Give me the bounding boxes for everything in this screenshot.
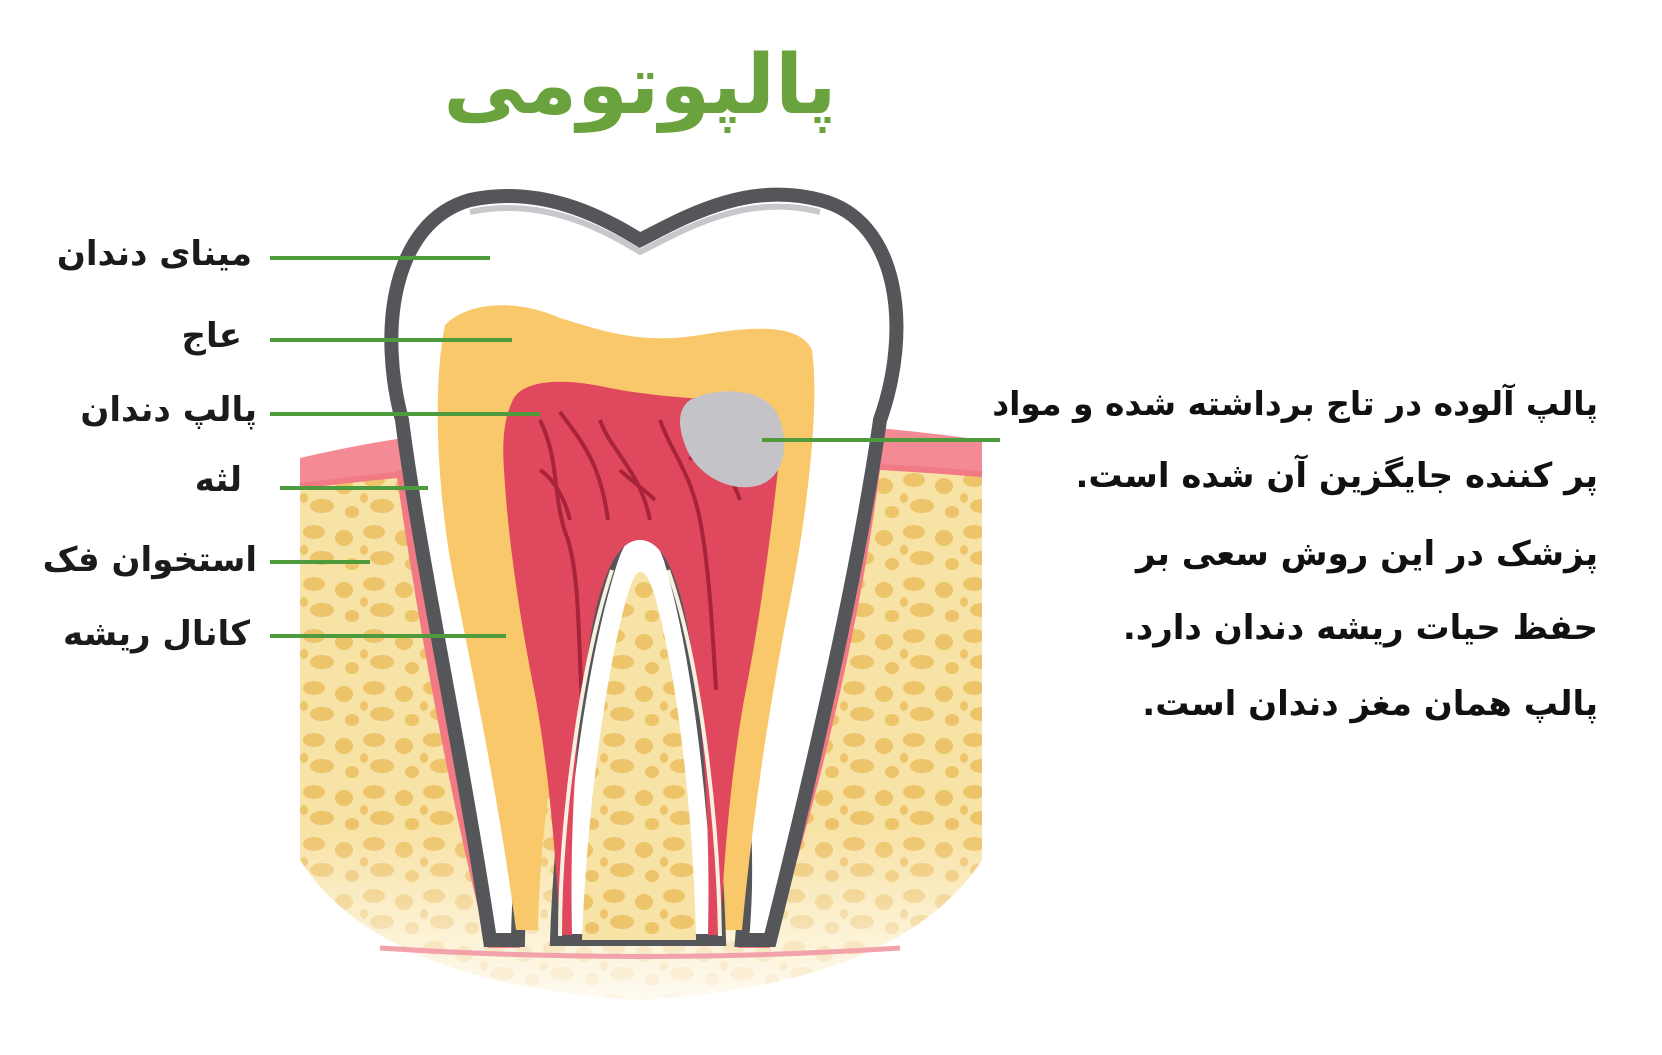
label-enamel: مینای دندان	[56, 234, 252, 274]
description-line-5: پالپ همان مغز دندان است.	[1142, 684, 1598, 724]
leader-lines	[270, 256, 1000, 638]
description-line-4: حفظ حیات ریشه دندان دارد.	[1122, 608, 1598, 648]
description-line-3: پزشک در این روش سعی بر	[1136, 534, 1598, 574]
label-pulp: پالپ دندان	[80, 390, 257, 430]
label-jawbone: استخوان فک	[42, 540, 257, 580]
filling-material	[680, 391, 785, 488]
description-line-2: پر کننده جایگزین آن شده است.	[1075, 456, 1598, 496]
page-title: پالپوتومی	[443, 38, 837, 133]
label-root-canal: کانال ریشه	[63, 614, 250, 654]
description-line-1: پالپ آلوده در تاج برداشته شده و مواد	[992, 384, 1598, 423]
label-dentin: عاج	[181, 316, 243, 356]
label-gum: لثه	[194, 460, 242, 500]
